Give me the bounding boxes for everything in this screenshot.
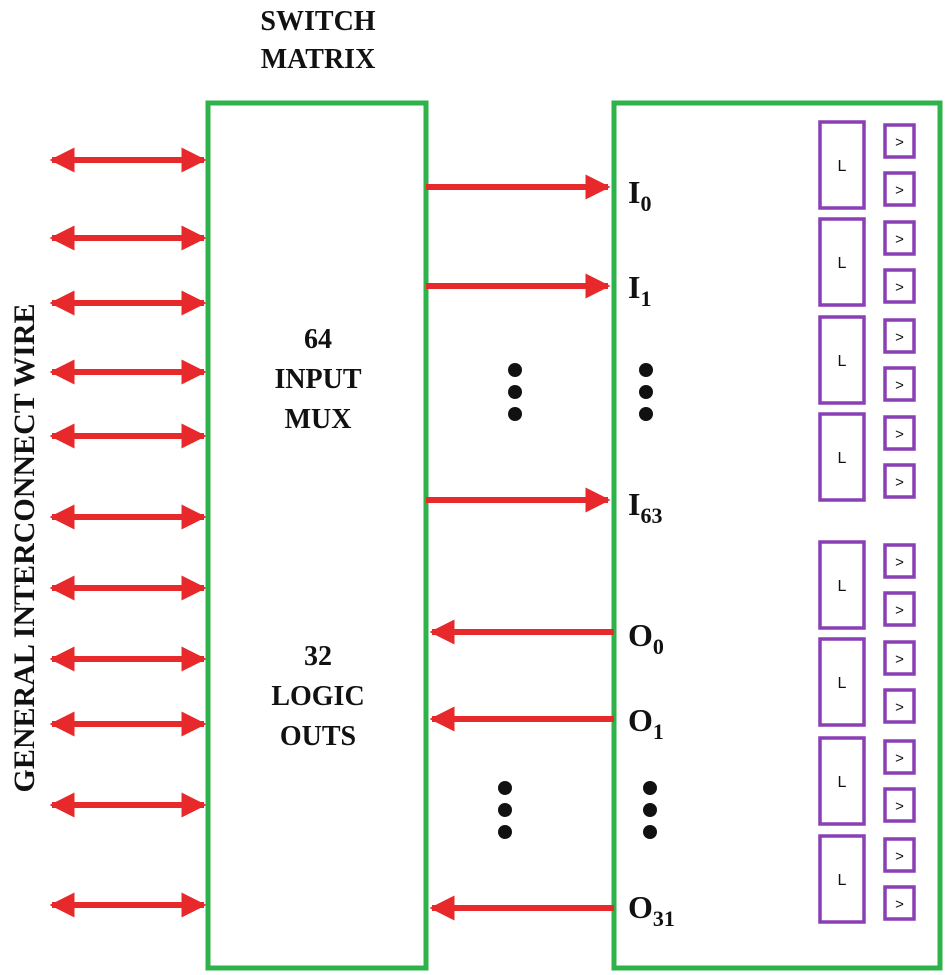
flip-flop-label: > bbox=[895, 602, 904, 619]
lut-box bbox=[818, 540, 866, 630]
lut-box bbox=[818, 736, 866, 826]
flip-flop-box bbox=[883, 268, 916, 304]
lut-label: L bbox=[838, 255, 847, 272]
flip-flop-label: > bbox=[895, 182, 904, 199]
input-label-i1: I1 bbox=[628, 269, 651, 311]
logic-outs-label-2: OUTS bbox=[280, 721, 356, 752]
lut-cell-3: L > > bbox=[818, 315, 916, 405]
diagram-title-line1: SWITCH bbox=[260, 6, 375, 37]
lut-label: L bbox=[838, 675, 847, 692]
switch-matrix-block bbox=[205, 100, 429, 971]
flip-flop-box bbox=[883, 366, 916, 402]
flip-flop-box bbox=[883, 688, 916, 724]
flip-flop-box bbox=[883, 885, 916, 921]
lut-box bbox=[818, 834, 866, 924]
logic-outs-count: 32 bbox=[304, 641, 332, 672]
lut-box bbox=[818, 217, 866, 307]
diagram-title-line2: MATRIX bbox=[261, 44, 376, 75]
lut-cell-5: L > > bbox=[818, 540, 916, 630]
flip-flop-box bbox=[883, 739, 916, 775]
flip-flop-label: > bbox=[895, 798, 904, 815]
flip-flop-label: > bbox=[895, 651, 904, 668]
flip-flop-label: > bbox=[895, 848, 904, 865]
lut-cell-8: L > > bbox=[818, 834, 916, 924]
lut-label: L bbox=[838, 578, 847, 595]
lut-label: L bbox=[838, 872, 847, 889]
flip-flop-box bbox=[883, 415, 916, 451]
flip-flop-box bbox=[883, 640, 916, 676]
lut-ff-cells: L > > L > > L > > L > > L > > L > > L > > L > > bbox=[818, 120, 916, 924]
input-mux-label-2: MUX bbox=[285, 404, 352, 435]
lut-label: L bbox=[838, 774, 847, 791]
flip-flop-label: > bbox=[895, 329, 904, 346]
lut-label: L bbox=[838, 353, 847, 370]
input-mux-count: 64 bbox=[304, 324, 332, 355]
lut-label: L bbox=[838, 158, 847, 175]
flip-flop-label: > bbox=[895, 474, 904, 491]
flip-flop-label: > bbox=[895, 750, 904, 767]
flip-flop-box bbox=[883, 543, 916, 579]
input-label-i0: I0 bbox=[628, 174, 651, 216]
input-label-i63: I63 bbox=[628, 486, 662, 528]
output-label-o1: O1 bbox=[628, 702, 664, 744]
flip-flop-label: > bbox=[895, 896, 904, 913]
input-mux-label: INPUT bbox=[274, 364, 361, 395]
flip-flop-box bbox=[883, 837, 916, 873]
lut-cell-6: L > > bbox=[818, 637, 916, 727]
flip-flop-label: > bbox=[895, 279, 904, 296]
input-ellipsis-right bbox=[639, 363, 653, 421]
flip-flop-label: > bbox=[895, 231, 904, 248]
input-ellipsis-left bbox=[508, 363, 522, 421]
lut-label: L bbox=[838, 450, 847, 467]
output-ellipsis-left bbox=[498, 781, 512, 839]
flip-flop-box bbox=[883, 220, 916, 256]
flip-flop-box bbox=[883, 787, 916, 823]
output-label-o0: O0 bbox=[628, 617, 664, 659]
general-interconnect-wires bbox=[49, 147, 207, 918]
flip-flop-label: > bbox=[895, 426, 904, 443]
lut-box bbox=[818, 315, 866, 405]
lut-cell-1: L > > bbox=[818, 120, 916, 210]
flip-flop-box bbox=[883, 171, 916, 207]
lut-box bbox=[818, 637, 866, 727]
flip-flop-label: > bbox=[895, 554, 904, 571]
flip-flop-box bbox=[883, 318, 916, 354]
flip-flop-label: > bbox=[895, 699, 904, 716]
lut-cell-4: L > > bbox=[818, 412, 916, 502]
lut-cell-7: L > > bbox=[818, 736, 916, 826]
output-label-o31: O31 bbox=[628, 889, 675, 931]
flip-flop-label: > bbox=[895, 134, 904, 151]
logic-outs-label: LOGIC bbox=[271, 681, 364, 712]
general-interconnect-wire-label: GENERAL INTERCONNECT WIRE bbox=[8, 303, 41, 792]
flip-flop-label: > bbox=[895, 377, 904, 394]
lut-box bbox=[818, 120, 866, 210]
flip-flop-box bbox=[883, 463, 916, 499]
lut-cell-2: L > > bbox=[818, 217, 916, 307]
lut-box bbox=[818, 412, 866, 502]
output-ellipsis-right bbox=[643, 781, 657, 839]
flip-flop-box bbox=[883, 123, 916, 159]
flip-flop-box bbox=[883, 591, 916, 627]
